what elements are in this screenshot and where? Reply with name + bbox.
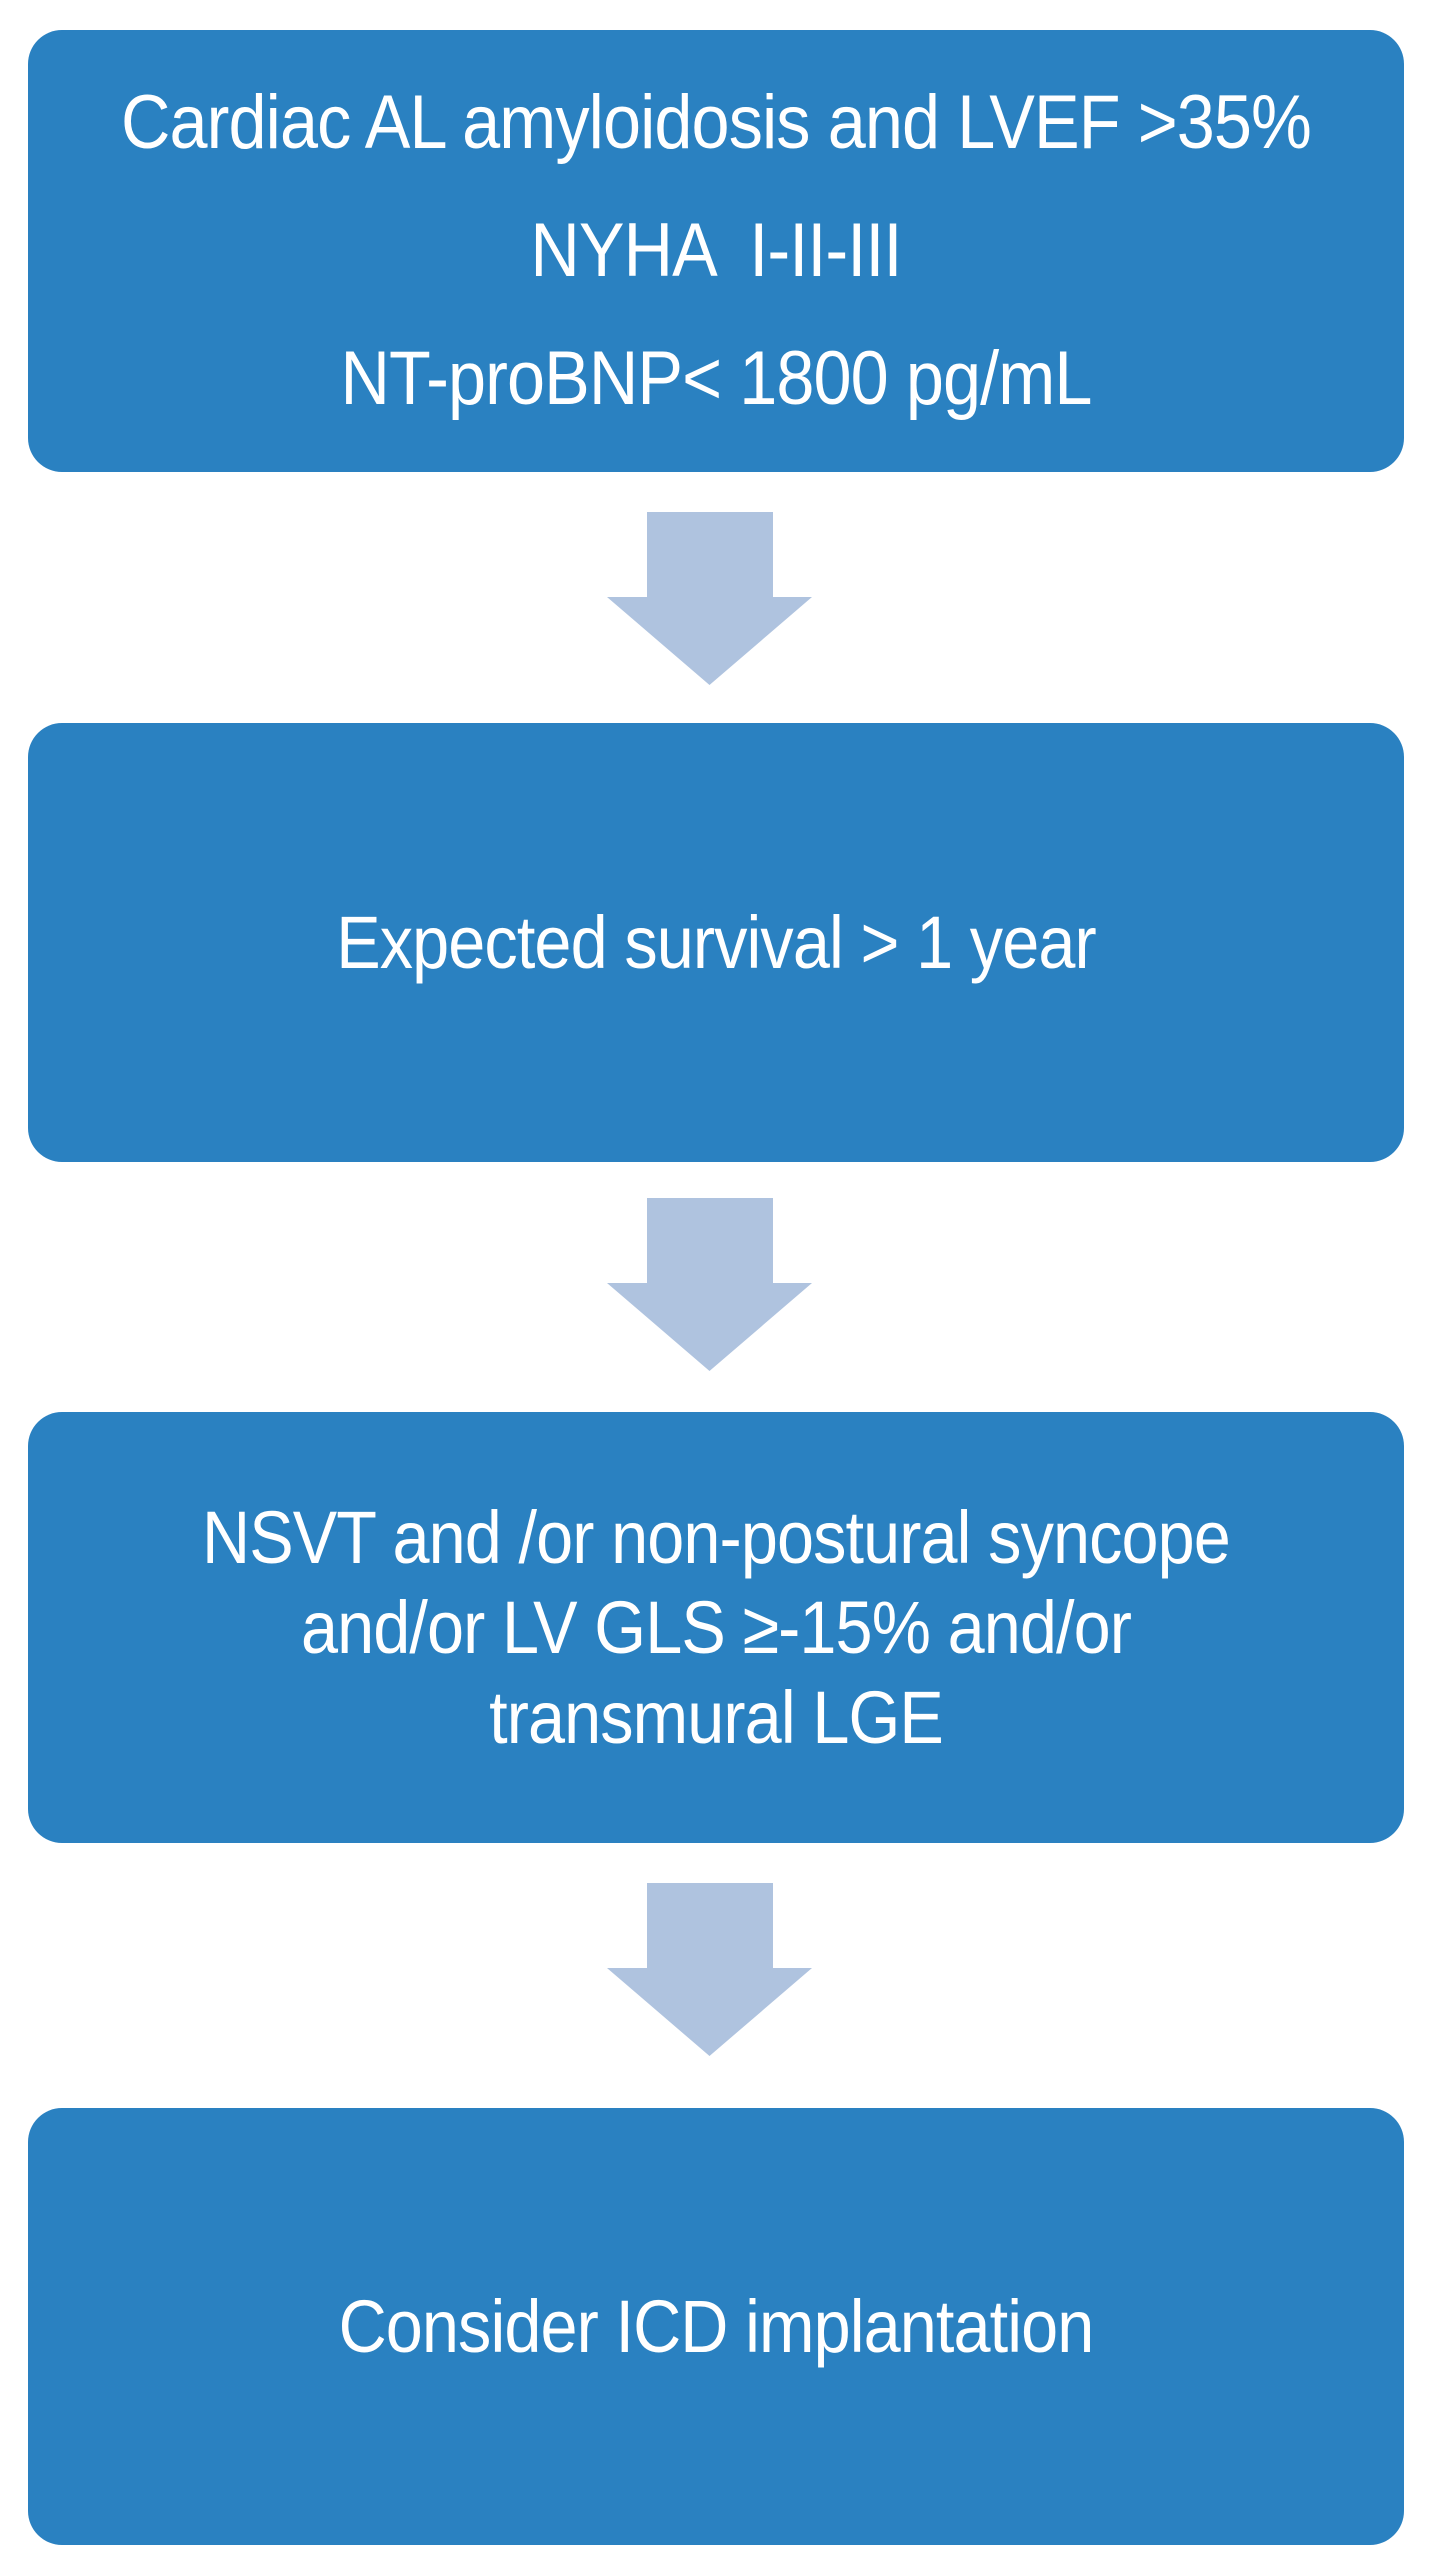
node-text-line: NT-proBNP< 1800 pg/mL — [340, 336, 1092, 421]
flowchart-node-eligibility-criteria: Cardiac AL amyloidosis and LVEF >35% NYH… — [28, 30, 1404, 472]
node-text-line: transmural LGE — [489, 1675, 944, 1759]
node-text-block: Cardiac AL amyloidosis and LVEF >35% NYH… — [97, 59, 1335, 443]
node-text-block: NSVT and /or non-postural syncope and/or… — [97, 1493, 1335, 1763]
node-text-line: Cardiac AL amyloidosis and LVEF >35% — [121, 80, 1312, 165]
node-text-line: Expected survival > 1 year — [336, 900, 1096, 984]
flowchart-node-risk-markers: NSVT and /or non-postural syncope and/or… — [28, 1412, 1404, 1843]
arrow-down-icon — [607, 1198, 812, 1371]
flowchart-node-outcome: Consider ICD implantation — [28, 2108, 1404, 2545]
node-text-line: and/or LV GLS ≥-15% and/or — [300, 1585, 1132, 1669]
node-text-line: NSVT and /or non-postural syncope — [202, 1495, 1231, 1579]
node-text-block: Expected survival > 1 year — [97, 893, 1335, 993]
flowchart-node-expected-survival: Expected survival > 1 year — [28, 723, 1404, 1162]
arrow-down-icon — [607, 512, 812, 685]
node-text-line: Consider ICD implantation — [338, 2284, 1095, 2368]
node-text-block: Consider ICD implantation — [97, 2277, 1335, 2377]
arrow-down-icon — [607, 1883, 812, 2056]
node-text-line: NYHA I-II-III — [530, 208, 902, 293]
